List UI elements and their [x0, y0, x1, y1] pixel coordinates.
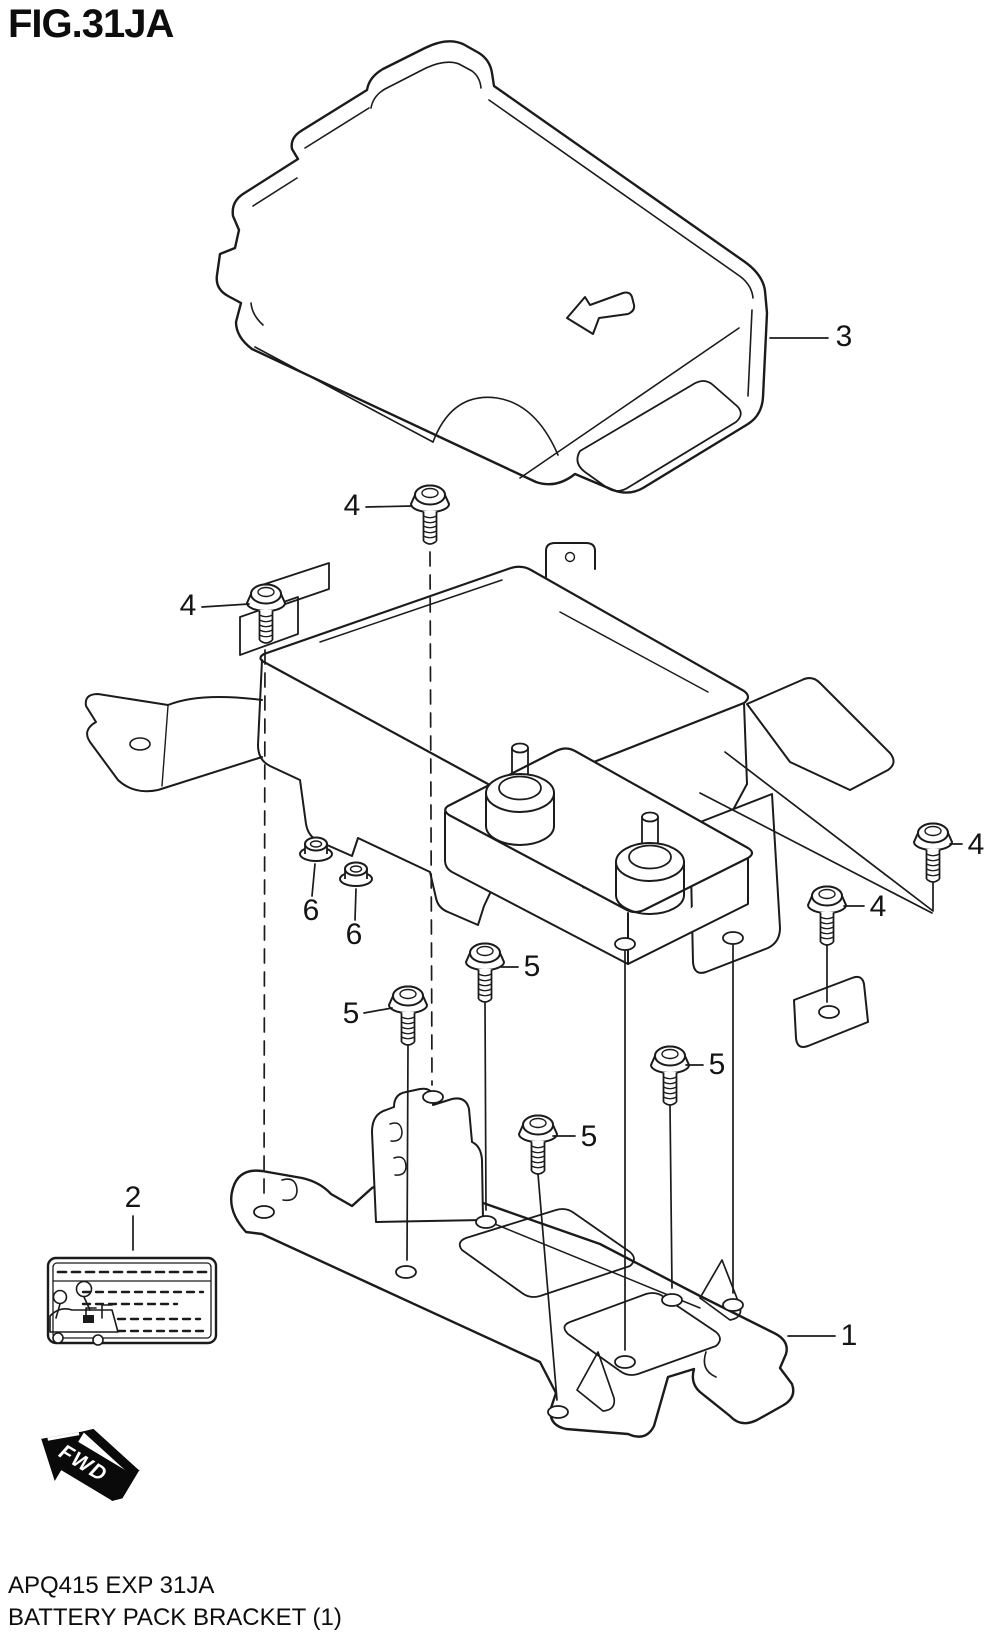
- label-cart-icon: [49, 1280, 119, 1346]
- cover-direction-arrow-icon: [566, 291, 636, 335]
- callout-part-1: 1: [840, 1319, 858, 1352]
- nut-6-a: [299, 836, 333, 862]
- bolt-4-right-upper: [913, 822, 953, 883]
- fwd-arrow-marker: [41, 1428, 140, 1502]
- footer-part-title: BATTERY PACK BRACKET (1): [8, 1604, 342, 1631]
- callout-part-3: 3: [835, 320, 853, 353]
- bolt-5-d: [518, 1114, 558, 1175]
- bolt-5-a: [465, 942, 505, 1003]
- callout-part-4-right-lower: 4: [869, 890, 887, 923]
- callout-part-4-left: 4: [179, 589, 197, 622]
- caution-label-part-2: [46, 1256, 218, 1346]
- fastener-nuts-part-6: [299, 836, 373, 887]
- bolt-5-b: [388, 985, 428, 1046]
- callout-part-5-b: 5: [342, 997, 360, 1030]
- footer-model-code: APQ415 EXP 31JA: [8, 1572, 215, 1599]
- battery-pack-assembly: [84, 542, 895, 1048]
- battery-bracket-part-1: [229, 1087, 795, 1438]
- callout-part-5-a: 5: [523, 950, 541, 983]
- callout-part-4-top: 4: [343, 489, 361, 522]
- callout-part-5-c: 5: [708, 1048, 726, 1081]
- callout-part-5-d: 5: [580, 1120, 598, 1153]
- bolt-4-right-lower: [807, 885, 847, 946]
- alignment-lines: [263, 551, 934, 1401]
- callout-part-4-right-upper: 4: [967, 828, 985, 861]
- bolt-5-c: [650, 1045, 690, 1106]
- battery-cover-part-3: [215, 40, 769, 494]
- bolt-4-top: [410, 484, 450, 545]
- callout-leader-lines: [132, 337, 963, 1337]
- callout-part-6-b: 6: [345, 918, 363, 951]
- figure-title: FIG.31JA: [8, 2, 174, 46]
- callout-part-6-a: 6: [302, 894, 320, 927]
- terminal-bracket: [444, 742, 754, 965]
- callout-part-2: 2: [124, 1181, 142, 1214]
- nut-6-b: [339, 861, 373, 887]
